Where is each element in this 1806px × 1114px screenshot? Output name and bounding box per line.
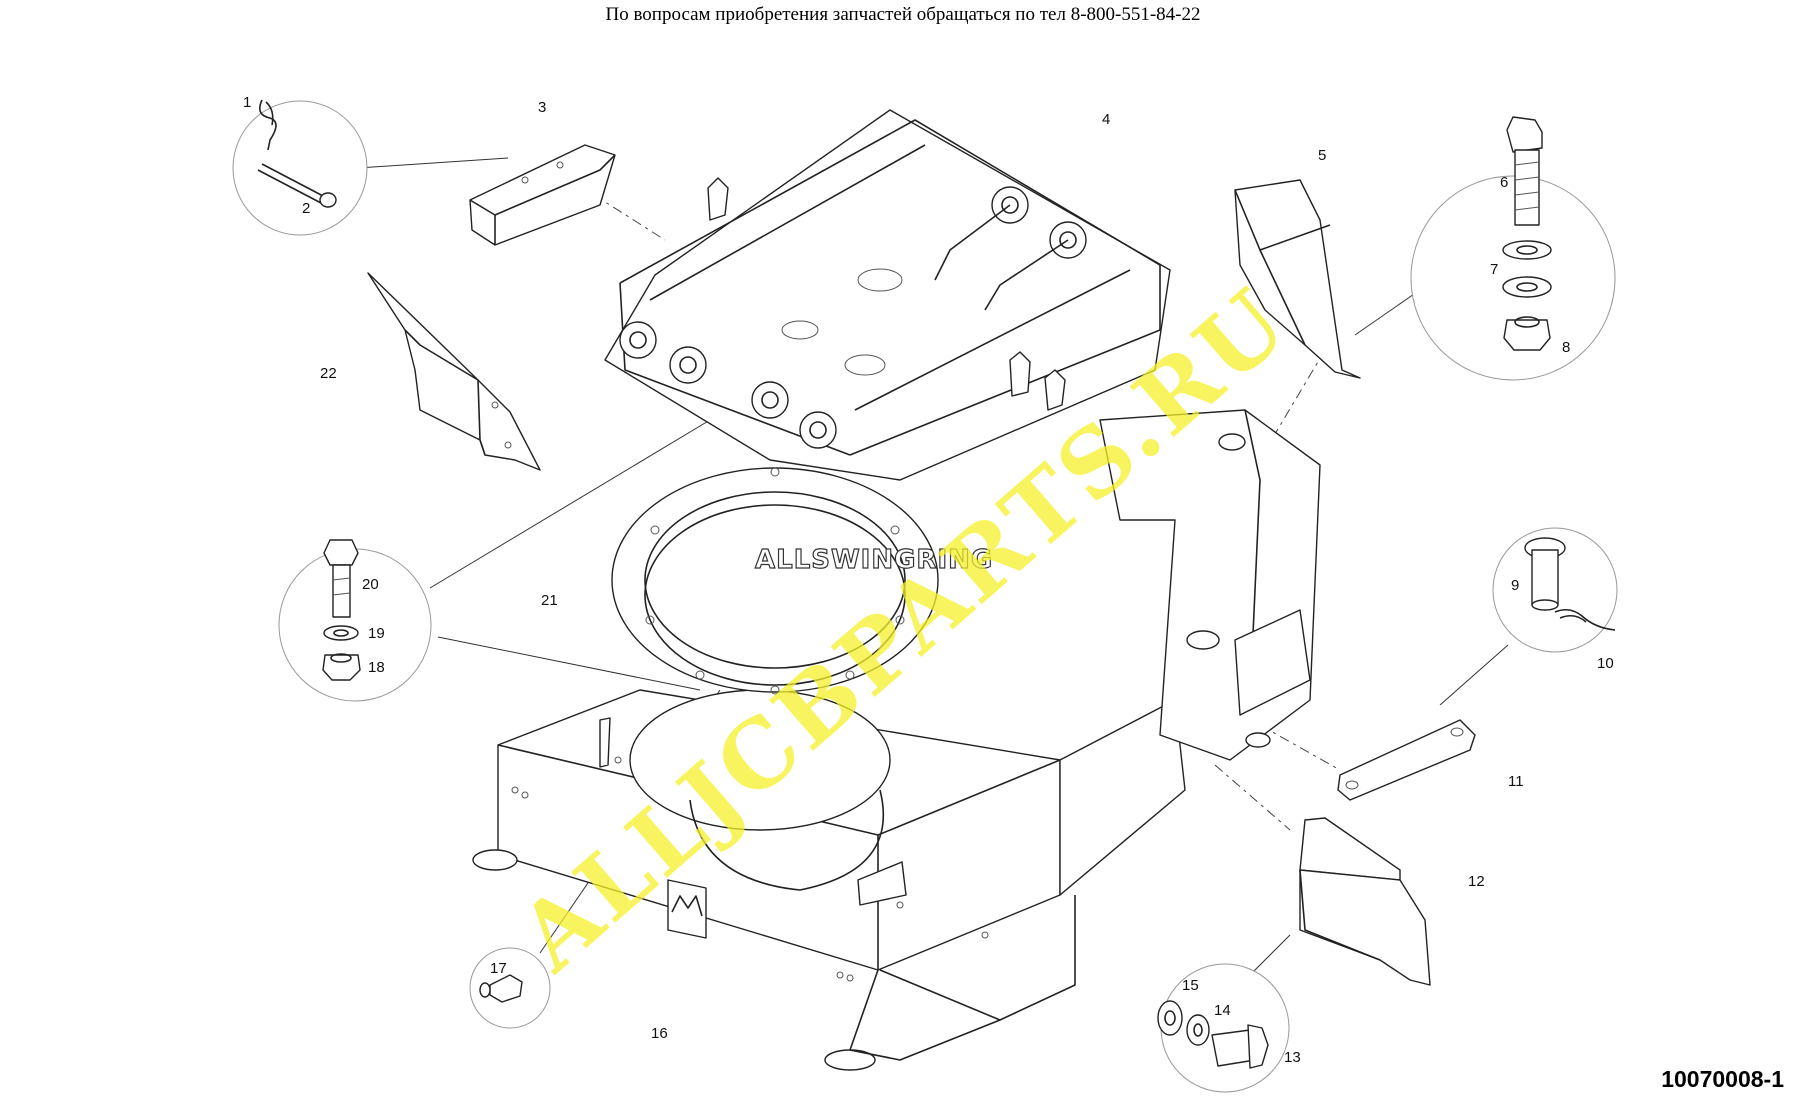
part-8-nut xyxy=(1503,316,1551,351)
callout-20: 20 xyxy=(362,576,379,593)
callout-16: 16 xyxy=(651,1025,668,1042)
callout-22: 22 xyxy=(320,365,337,382)
detail-bubble-bolt-set xyxy=(278,548,432,702)
callout-9: 9 xyxy=(1511,577,1519,594)
part-7-washers xyxy=(1502,240,1552,298)
part-11-link xyxy=(1337,719,1476,801)
callout-2: 2 xyxy=(302,200,310,217)
callout-6: 6 xyxy=(1500,174,1508,191)
detail-bubble-bolt-washers xyxy=(1410,175,1616,381)
callout-13: 13 xyxy=(1284,1049,1301,1066)
callout-10: 10 xyxy=(1597,655,1614,672)
callout-12: 12 xyxy=(1468,873,1485,890)
callout-8: 8 xyxy=(1562,339,1570,356)
drawing-number: 10070008-1 xyxy=(1661,1066,1784,1092)
callout-18: 18 xyxy=(368,659,385,676)
detail-bubbles xyxy=(232,100,1618,1093)
stamp-allswingring: ALLSWINGRING xyxy=(755,545,993,575)
callout-5: 5 xyxy=(1318,147,1326,164)
kingpost-frame xyxy=(604,109,1171,481)
callout-7: 7 xyxy=(1490,261,1498,278)
part-15-washer xyxy=(1157,1000,1183,1036)
part-5-cover xyxy=(1234,179,1361,379)
callout-11: 11 xyxy=(1508,773,1524,790)
part-3-channel xyxy=(469,144,616,246)
header-contact-text: По вопросам приобретения запчастей обращ… xyxy=(605,4,1201,25)
part-9-pin xyxy=(1524,537,1566,611)
slew-ring xyxy=(611,467,939,695)
callout-14: 14 xyxy=(1214,1002,1231,1019)
part-10-clip xyxy=(1554,608,1616,631)
callout-17: 17 xyxy=(490,960,507,977)
callout-1: 1 xyxy=(243,94,251,111)
part-17-grease-nipple xyxy=(479,974,523,1003)
detail-bubble-pin-clip xyxy=(232,100,368,236)
part-13-bolt xyxy=(1211,1024,1269,1069)
part-1-clip xyxy=(259,99,277,151)
callout-labels: 1 2 3 4 5 6 7 8 9 10 11 12 13 14 15 16 1… xyxy=(243,94,1614,1066)
part-22-cover xyxy=(367,272,541,471)
part-12-cover xyxy=(1299,817,1431,986)
callout-19: 19 xyxy=(368,625,385,642)
lower-base-frame xyxy=(472,689,1186,1071)
part-14-washer xyxy=(1186,1014,1210,1046)
part-20-bolt xyxy=(323,539,359,618)
callout-4: 4 xyxy=(1102,111,1110,128)
part-2-pin xyxy=(257,163,337,208)
side-tower xyxy=(1099,409,1321,761)
part-18-nut xyxy=(322,653,361,681)
callout-15: 15 xyxy=(1182,977,1199,994)
part-19-washer xyxy=(323,625,359,641)
callout-3: 3 xyxy=(538,99,546,116)
callout-21: 21 xyxy=(541,592,558,609)
part-6-bolt xyxy=(1506,116,1543,226)
